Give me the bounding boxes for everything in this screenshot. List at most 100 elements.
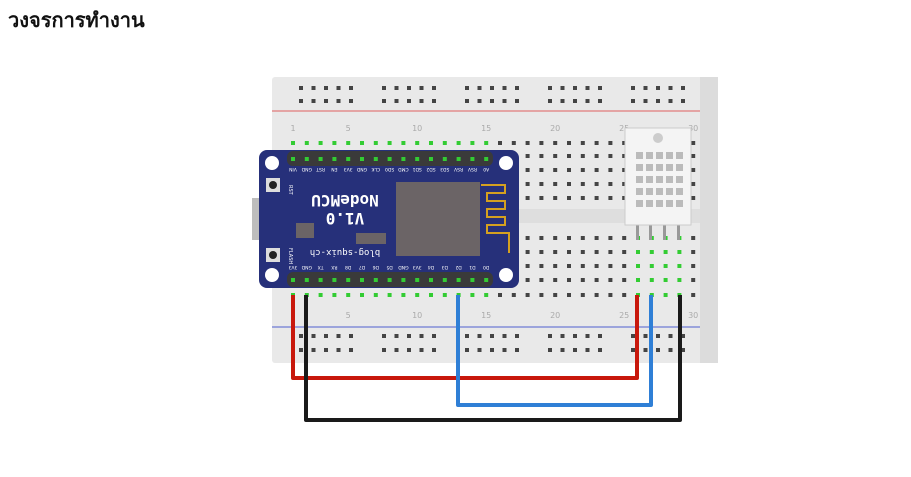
rail-hole	[382, 348, 386, 352]
rail-hole	[681, 99, 685, 103]
breadboard-hole	[691, 141, 696, 145]
sensor-grille-slot	[646, 188, 653, 195]
breadboard-hole	[553, 141, 558, 145]
sensor-grille-slot	[646, 164, 653, 171]
rail-hole	[336, 334, 341, 338]
rail-hole	[349, 348, 353, 352]
breadboard-hole	[608, 196, 613, 200]
pin-label: GND	[301, 264, 312, 270]
breadboard-hole	[567, 264, 571, 268]
rail-hole	[311, 348, 316, 352]
rail-hole	[311, 99, 316, 103]
rail-hole	[324, 348, 328, 352]
rail-hole	[490, 334, 494, 338]
breadboard-hole	[291, 141, 295, 145]
breadboard-hole	[691, 264, 696, 268]
breadboard-hole	[539, 236, 544, 240]
sensor-grille-slot	[676, 200, 683, 207]
wire-ground[interactable]	[304, 295, 682, 422]
pin-label: 3V3	[288, 264, 297, 270]
board-pin	[346, 157, 351, 161]
breadboard-hole	[360, 293, 364, 297]
board-pin	[373, 157, 378, 161]
rail-hole	[465, 348, 469, 352]
breadboard-hole	[580, 236, 585, 240]
rail-hole	[656, 99, 660, 103]
rail-hole	[324, 99, 328, 103]
sensor-grille-slot	[656, 200, 663, 207]
rail-hole	[631, 348, 635, 352]
flash-label: FLASH	[287, 248, 293, 264]
breadboard-hole	[318, 141, 323, 145]
breadboard-hole	[539, 250, 544, 254]
breadboard-hole	[525, 264, 530, 268]
rail-hole	[407, 334, 411, 338]
board-pin	[470, 278, 475, 282]
rail-hole	[598, 334, 602, 338]
breadboard-hole	[553, 264, 558, 268]
breadboard-hole	[332, 293, 337, 297]
board-pin	[304, 157, 309, 161]
wire-power[interactable]	[291, 295, 639, 380]
rail-hole	[502, 348, 507, 352]
breadboard-hole	[498, 141, 502, 145]
pin-label: D7	[359, 264, 365, 270]
board-pin	[470, 157, 475, 161]
rail-hole	[382, 334, 386, 338]
breadboard-hole	[511, 141, 516, 145]
breadboard-hole	[691, 182, 696, 186]
breadboard-hole	[649, 250, 654, 254]
breadboard-hole	[567, 168, 571, 172]
rail-hole	[477, 334, 482, 338]
pin-label: GND	[301, 166, 312, 172]
board-pin	[442, 157, 447, 161]
breadboard-hole	[567, 141, 571, 145]
rail-hole	[681, 86, 685, 90]
breadboard-hole	[580, 141, 585, 145]
breadboard-hole	[525, 236, 530, 240]
board-name: NodeMCU	[311, 191, 378, 210]
breadboard-hole	[608, 278, 613, 282]
breadboard-hole	[636, 264, 640, 268]
sensor-grille-slot	[676, 176, 683, 183]
board-pin	[484, 157, 489, 161]
sensor-grille-slot	[656, 164, 663, 171]
rail-hole	[407, 348, 411, 352]
pin-label: TX	[318, 264, 325, 270]
breadboard-hole	[553, 196, 558, 200]
rail-hole	[465, 99, 469, 103]
board-pin	[291, 157, 295, 161]
rail-hole	[668, 86, 673, 90]
pin-label: RSV	[467, 166, 477, 172]
rail-hole	[643, 86, 648, 90]
pin-label: D8	[345, 264, 351, 270]
rail-hole	[515, 334, 519, 338]
rail-hole	[668, 348, 673, 352]
breadboard-hole	[567, 250, 571, 254]
rst-label: RST	[287, 185, 293, 196]
breadboard-hole	[677, 278, 682, 282]
column-label: 15	[481, 311, 491, 320]
breadboard-hole	[539, 264, 544, 268]
breadboard-hole	[622, 264, 627, 268]
wire-data[interactable]	[456, 295, 653, 407]
rail-hole	[631, 86, 635, 90]
sensor-grille-slot	[656, 176, 663, 183]
breadboard-hole	[525, 168, 530, 172]
breadboard-hole	[691, 168, 696, 172]
breadboard-hole	[691, 154, 696, 158]
rail-hole	[560, 348, 565, 352]
board-pin	[373, 278, 378, 282]
breadboard-hole	[525, 154, 530, 158]
rail-hole	[419, 334, 424, 338]
sensor-grille-slot	[646, 200, 653, 207]
breadboard-hole	[539, 154, 544, 158]
rail-hole	[515, 348, 519, 352]
rail-hole	[585, 348, 590, 352]
breadboard-hole	[594, 278, 599, 282]
sensor-grille-slot	[636, 164, 643, 171]
board-pin	[442, 278, 447, 282]
sensor-grille-slot	[666, 176, 673, 183]
breadboard-hole	[580, 250, 585, 254]
breadboard-hole	[567, 236, 571, 240]
